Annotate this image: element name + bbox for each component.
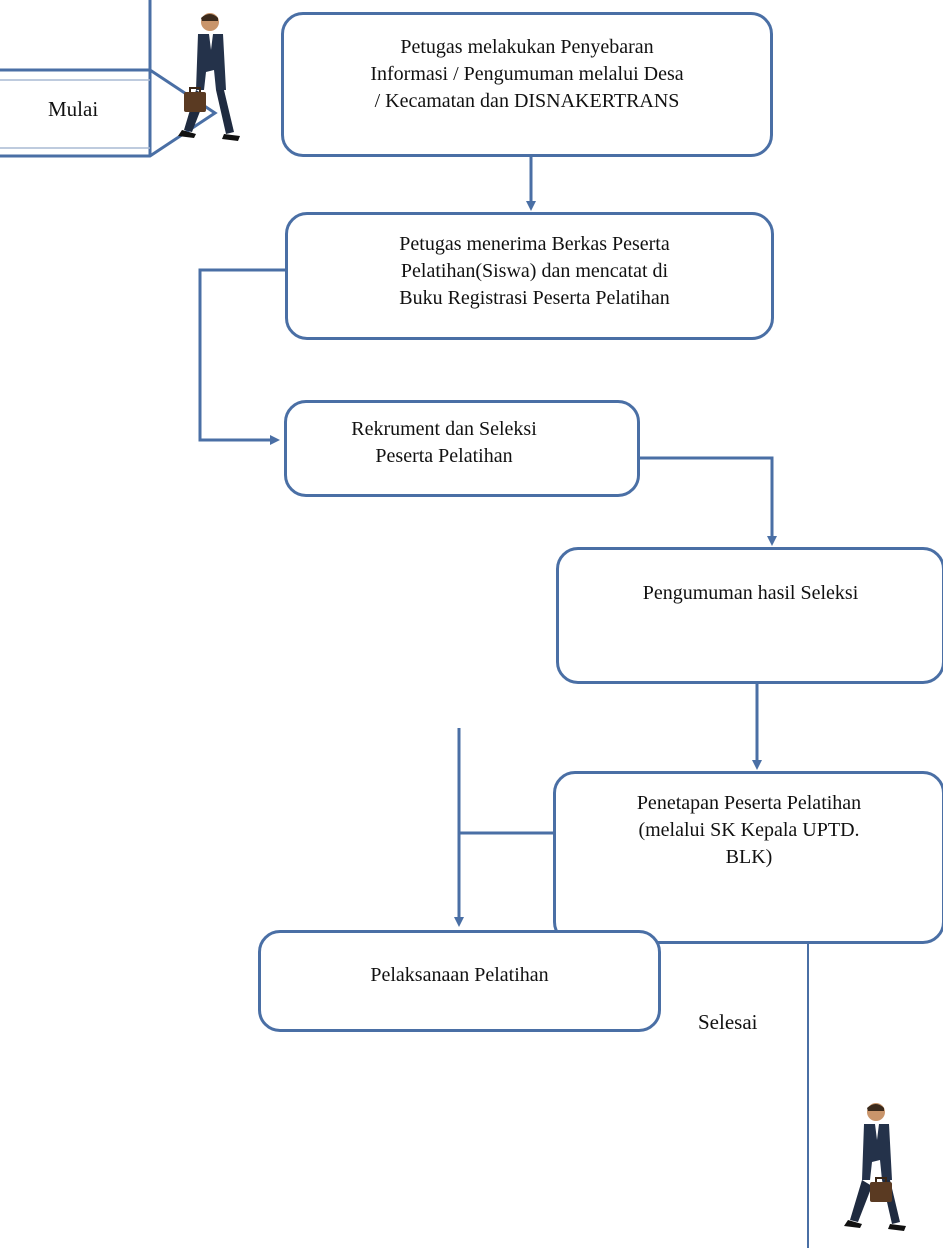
walking-businessman-icon xyxy=(168,10,248,150)
step-5-box xyxy=(553,771,943,944)
walking-businessman-icon xyxy=(834,1100,914,1240)
step-3-text: Rekrument dan Seleksi Peserta Pelatihan xyxy=(351,418,537,467)
start-terminal xyxy=(0,0,218,158)
step-6-text: Pelaksanaan Pelatihan xyxy=(370,964,549,986)
step-2-text: Petugas menerima Berkas Peserta Pelatiha… xyxy=(399,233,670,309)
connector-3-4 xyxy=(640,456,777,546)
end-label: Selesai xyxy=(698,1010,758,1034)
step-3-box xyxy=(284,400,640,497)
step-4-text: Pengumuman hasil Seleksi xyxy=(642,582,859,604)
connector-2-3 xyxy=(198,268,288,445)
step-1-text: Petugas melakukan Penyebaran Informasi /… xyxy=(370,36,684,112)
step-6-box xyxy=(258,930,661,1032)
start-label: Mulai xyxy=(48,97,99,121)
step-2-box xyxy=(285,212,774,340)
step-4-box xyxy=(556,547,943,684)
step-5-text: Penetapan Peserta Pelatihan (melalui SK … xyxy=(636,792,862,868)
step-1-box xyxy=(281,12,773,157)
connector-5-6 xyxy=(457,728,556,835)
